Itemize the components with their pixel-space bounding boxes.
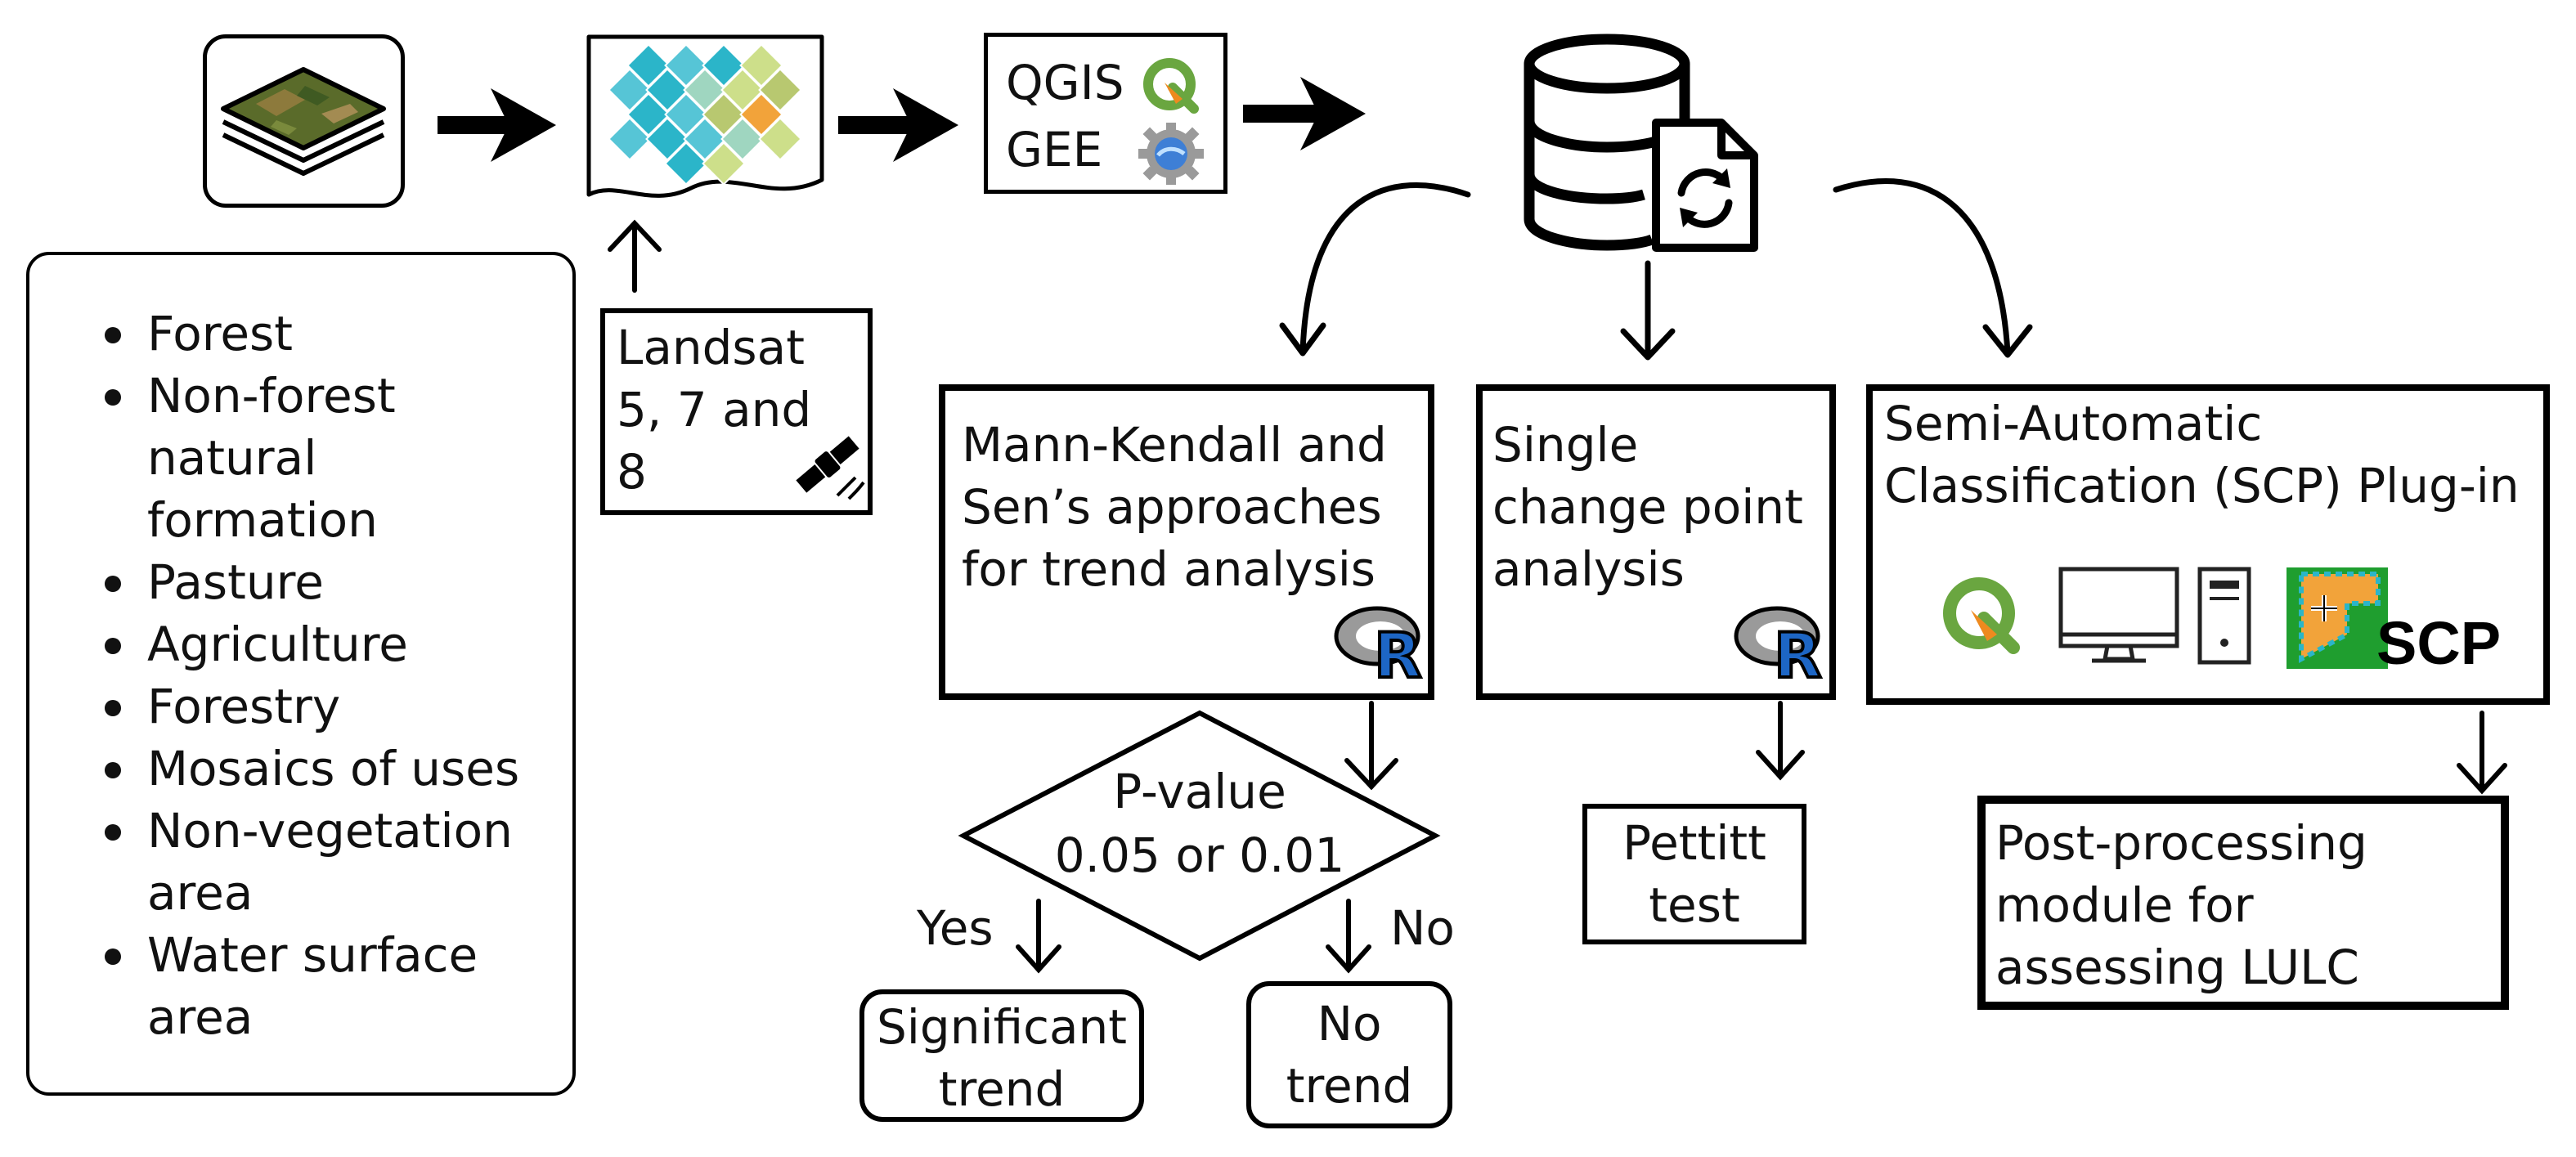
satellite-icon bbox=[796, 436, 865, 500]
decision-pvalue-label: P-value bbox=[1113, 764, 1286, 819]
arrow-landsat-up bbox=[608, 219, 662, 293]
computer-icon bbox=[2058, 567, 2251, 665]
class-water-surface: Water surface area bbox=[147, 927, 478, 1045]
scp-logo-text: SCP bbox=[2376, 609, 2501, 677]
imagery-layers-icon bbox=[221, 67, 386, 176]
class-item: Forest bbox=[98, 303, 519, 365]
qgis-logo-icon bbox=[1943, 577, 2020, 654]
significant-trend-label: Significant trend bbox=[876, 999, 1128, 1117]
arrow-yes bbox=[1016, 899, 1061, 974]
thick-arrow-3 bbox=[1243, 77, 1366, 150]
trend-analysis-box: Mann-Kendall and Sen’s approaches for tr… bbox=[939, 384, 1434, 700]
trend-analysis-label: Mann-Kendall and Sen’s approaches for tr… bbox=[962, 417, 1387, 597]
r-letter: R bbox=[1374, 619, 1422, 684]
post-processing-box: Post-processing module for assessing LUL… bbox=[1977, 796, 2509, 1010]
arrow-scp-to-post bbox=[2457, 711, 2507, 795]
arrow-trend-to-decision bbox=[1344, 701, 1398, 791]
pettitt-test-box: Pettitt test bbox=[1582, 804, 1806, 944]
scp-plugin-label: Semi-Automatic Classification (SCP) Plug… bbox=[1884, 396, 2520, 513]
decision-threshold-label: 0.05 or 0.01 bbox=[1054, 827, 1345, 883]
change-point-label: Single change point analysis bbox=[1492, 417, 1803, 597]
class-non-forest: Non-forest natural formation bbox=[147, 368, 396, 548]
class-item: Non-vegetation area bbox=[98, 800, 519, 924]
class-item: Water surface area bbox=[98, 924, 519, 1048]
arrow-changepoint-to-pettitt bbox=[1756, 701, 1805, 781]
class-non-vegetation: Non-vegetation area bbox=[147, 803, 513, 921]
arrow-db-to-trend bbox=[1279, 182, 1471, 357]
arrow-db-to-scp bbox=[1833, 178, 2033, 358]
r-letter: R bbox=[1774, 619, 1822, 684]
qgis-label: QGIS bbox=[1006, 55, 1124, 110]
database-sync-icon bbox=[1524, 34, 1758, 252]
class-item: Agriculture bbox=[98, 613, 519, 675]
scp-logo-icon: SCP bbox=[2287, 567, 2501, 677]
class-forestry: Forestry bbox=[147, 679, 341, 734]
class-item: Mosaics of uses bbox=[98, 738, 519, 800]
class-agriculture: Agriculture bbox=[147, 617, 408, 672]
scp-plugin-box: Semi-Automatic Classification (SCP) Plug… bbox=[1866, 384, 2550, 705]
r-logo-icon: R bbox=[1734, 606, 1824, 684]
class-mosaics: Mosaics of uses bbox=[147, 741, 520, 796]
decision-diamond bbox=[958, 710, 1441, 962]
qgis-logo-icon bbox=[1143, 58, 1199, 114]
yes-label: Yes bbox=[917, 900, 994, 956]
change-point-box: Single change point analysis R bbox=[1476, 384, 1836, 700]
class-forest: Forest bbox=[147, 306, 293, 361]
imagery-layers-box bbox=[203, 34, 405, 208]
land-cover-classes-list: Forest Non-forest natural formation Past… bbox=[98, 303, 519, 1048]
landsat-box: Landsat 5, 7 and 8 bbox=[600, 308, 873, 515]
arrow-db-to-changepoint bbox=[1620, 260, 1676, 361]
software-box: QGIS GEE bbox=[984, 33, 1227, 194]
thick-arrow-1 bbox=[438, 88, 556, 162]
arrow-no bbox=[1326, 899, 1371, 974]
no-label: No bbox=[1390, 900, 1455, 956]
gee-gear-icon bbox=[1138, 123, 1204, 185]
no-trend-box: No trend bbox=[1246, 981, 1452, 1128]
no-trend-label: No trend bbox=[1286, 996, 1413, 1114]
gee-label: GEE bbox=[1006, 122, 1103, 177]
r-logo-icon: R bbox=[1334, 606, 1424, 684]
class-item: Non-forest natural formation bbox=[98, 365, 519, 551]
landsat-mosaic-icon bbox=[586, 34, 824, 198]
class-pasture: Pasture bbox=[147, 554, 324, 610]
significant-trend-box: Significant trend bbox=[859, 989, 1144, 1122]
landsat-label: Landsat 5, 7 and 8 bbox=[617, 320, 812, 500]
class-item: Forestry bbox=[98, 675, 519, 738]
class-item: Pasture bbox=[98, 551, 519, 613]
pettitt-test-label: Pettitt test bbox=[1622, 815, 1766, 933]
thick-arrow-2 bbox=[838, 88, 958, 162]
post-processing-label: Post-processing module for assessing LUL… bbox=[1995, 815, 2367, 995]
